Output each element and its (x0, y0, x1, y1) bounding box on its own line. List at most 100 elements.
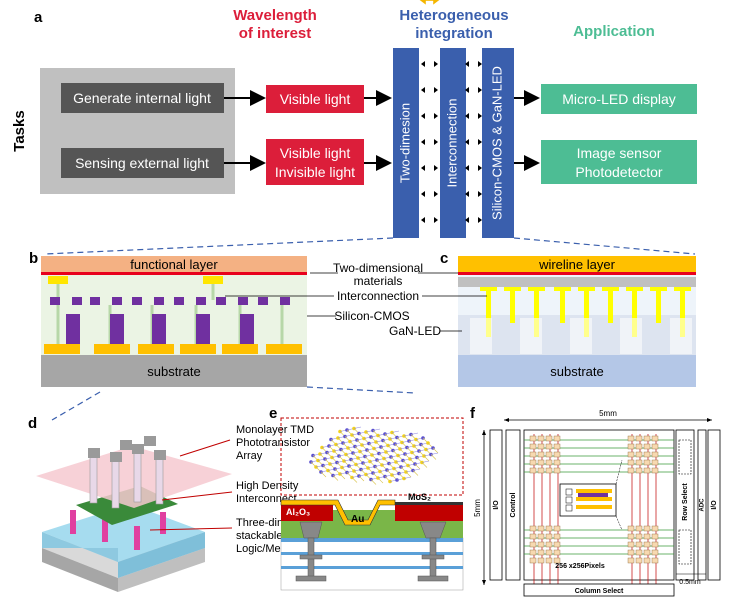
app2-label-line1: Image sensor (577, 145, 662, 161)
f-pixel (635, 435, 643, 442)
lattice-bond (423, 455, 430, 462)
f-pixel (545, 533, 553, 540)
wireline-layer-label: wireline layer (538, 257, 616, 272)
d-label2-line1: High Density (236, 480, 299, 492)
f-pixel (651, 533, 659, 540)
app2-label-line2: Photodetector (575, 164, 663, 180)
wireline-layer (458, 256, 696, 272)
e-cross-section (280, 499, 464, 591)
f-pixel (643, 459, 651, 466)
lattice-bond (351, 477, 358, 483)
d-label1-line2: Phototransistor (236, 437, 310, 449)
f-control-label: Control (510, 493, 517, 518)
f-height-label: 5mm (473, 499, 482, 517)
f-pixel (529, 459, 537, 466)
zoom-line-lower-left (51, 391, 101, 421)
functional-layer (41, 256, 307, 272)
f-pixel-zoom-detail (565, 488, 612, 512)
tasks-label: Tasks (11, 110, 28, 151)
app1-label: Micro-LED display (562, 91, 676, 107)
c-led-mesa (670, 318, 692, 354)
f-pixel (553, 549, 561, 556)
c-pillar-cap (528, 287, 545, 291)
panel-a-letter: a (34, 9, 43, 26)
c-pillar-cap (554, 287, 571, 291)
wave2-box (266, 139, 364, 185)
panel-c-letter: c (440, 250, 448, 267)
f-pixel (553, 443, 561, 450)
b-source-drain (94, 344, 130, 354)
f-pixel (627, 541, 635, 548)
f-pixel (651, 525, 659, 532)
wave1-box (266, 85, 364, 113)
bar-two-dimension (393, 48, 419, 238)
b-source-drain (266, 344, 302, 354)
bar-interconnection (440, 48, 466, 238)
f-pixel (537, 459, 545, 466)
b-source-drain (222, 344, 258, 354)
c-pillar (534, 287, 539, 337)
label-gan-led: GaN-LED (389, 324, 441, 338)
f-pixel (545, 467, 553, 474)
f-pixel (627, 525, 635, 532)
panel-b-letter: b (29, 250, 38, 267)
lattice-bond (430, 452, 439, 455)
e-au-label: Au (351, 514, 364, 525)
b-top-pad (132, 297, 142, 305)
f-pixel (635, 451, 643, 458)
f-pixel (529, 549, 537, 556)
bar-silicon-gan-label: Silicon-CMOS & GaN-LED (489, 66, 504, 220)
lattice-bond (412, 468, 421, 471)
wavelength-header-line2: of interest (239, 25, 312, 42)
b-gate (196, 314, 210, 344)
app2-box (541, 140, 697, 184)
b-yellow-pad (203, 276, 223, 284)
b-red-line (41, 272, 307, 275)
f-io-right-label: I/O (711, 500, 718, 510)
label-interconnection: Interconnection (337, 289, 419, 303)
f-pixel (553, 533, 561, 540)
b-cmos-cells (44, 297, 302, 354)
f-row-select (675, 429, 695, 581)
f-pixel (553, 525, 561, 532)
c-substrate-label: substrate (550, 364, 603, 379)
f-pixel (635, 533, 643, 540)
f-pixel (545, 459, 553, 466)
f-pixel (545, 451, 553, 458)
f-pixel (529, 541, 537, 548)
d-3d-stack (36, 436, 232, 592)
lattice-bond (410, 432, 419, 435)
label-silicon-cmos: Silicon-CMOS (334, 309, 409, 323)
integration-header-line2: integration (415, 25, 493, 42)
c-led-mesa (520, 318, 542, 354)
f-io-right (707, 429, 721, 581)
b-cmos-region (41, 275, 307, 355)
f-row-select-dashed-bottom (678, 529, 692, 565)
f-pixel (545, 541, 553, 548)
f-pixel (627, 459, 635, 466)
d-label1-line1: Monolayer TMD (236, 424, 314, 436)
b-gate (66, 314, 80, 344)
task2-label: Sensing external light (75, 155, 209, 171)
f-pixel (537, 533, 545, 540)
f-pixel (627, 435, 635, 442)
lattice-bond (421, 460, 430, 463)
b-top-pad (154, 297, 164, 305)
f-pixel (529, 525, 537, 532)
lattice-bond (353, 426, 362, 429)
lattice-bond (432, 447, 439, 454)
f-pixel (643, 443, 651, 450)
f-pixel (635, 557, 643, 564)
b-source-drain (138, 344, 174, 354)
panel-f-letter: f (470, 405, 476, 422)
task1-box (61, 83, 224, 113)
f-width-label: 5mm (599, 409, 617, 418)
f-pixels-label: 256 x256Pixels (555, 563, 605, 570)
f-column-select (523, 583, 675, 597)
f-pixel (537, 451, 545, 458)
f-pixel (537, 467, 545, 474)
wave2-label-line2: Invisible light (275, 164, 355, 180)
c-pillar (560, 287, 565, 323)
b-source-drain (44, 344, 80, 354)
b-top-pad (196, 297, 206, 305)
